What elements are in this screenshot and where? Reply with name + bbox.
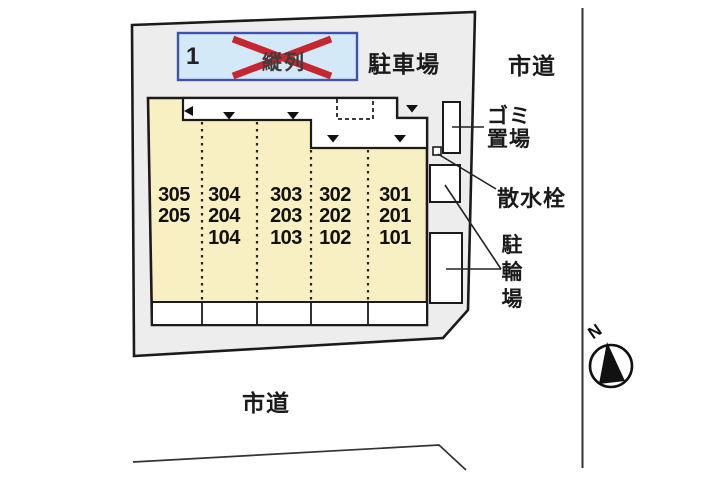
garbage-label-line1: ゴミ [487,105,531,128]
unit-number: 202 [319,205,351,227]
unit-number: 204 [208,205,240,227]
road-edge-bottom [132,444,467,471]
leader-sprinkler [437,153,497,190]
sprinkler-label: 散水栓 [497,186,567,211]
unit-number: 201 [379,205,411,227]
entrance-arrow-down-icon [394,135,406,143]
garbage-label-line2: 置場 [487,128,531,151]
bicycle-area-rect-upper [429,164,461,203]
bicycle-label-char: 場 [501,288,523,311]
sprinkler-valve-rect [432,146,442,156]
unit-number: 301 [379,184,411,206]
unit-number: 302 [319,184,351,206]
unit-number: 305 [158,184,190,206]
north-compass-icon [588,342,634,389]
leader-bicycle-upper [444,184,502,270]
cross-out-stroke [231,35,333,80]
crossed-out-label: 縦列 [262,52,306,74]
unit-number: 203 [270,205,302,227]
bicycle-label-char: 駐 [501,234,523,257]
entrance-arrow-down-icon [287,112,299,120]
garbage-area-label: ゴミ 置場 [483,105,535,151]
unit-number: 104 [208,227,240,249]
unit-number: 303 [270,184,302,206]
unit-number: 304 [208,184,240,206]
bicycle-parking-label: 駐 輪 場 [499,232,525,313]
entrance-arrow-down-icon [406,105,418,113]
entrance-arrow-down-icon [327,135,339,143]
balcony-row [151,301,428,326]
unit-number: 205 [158,205,190,227]
entrance-arrow-left-icon [184,106,193,116]
stall-number: 1 [186,43,200,70]
corridor [181,96,429,150]
bicycle-area-rect-lower [429,232,463,304]
stairs-dashed-box [336,99,374,120]
bicycle-label-char: 輪 [501,261,523,284]
unit-number: 103 [270,227,302,249]
road-label-right: 市道 [508,53,556,79]
parking-area-label: 駐車場 [368,51,440,77]
road-label-bottom: 市道 [242,390,290,416]
entrance-arrow-down-icon [223,112,235,120]
unit-number: 102 [319,227,351,249]
unit-number: 101 [379,227,411,249]
